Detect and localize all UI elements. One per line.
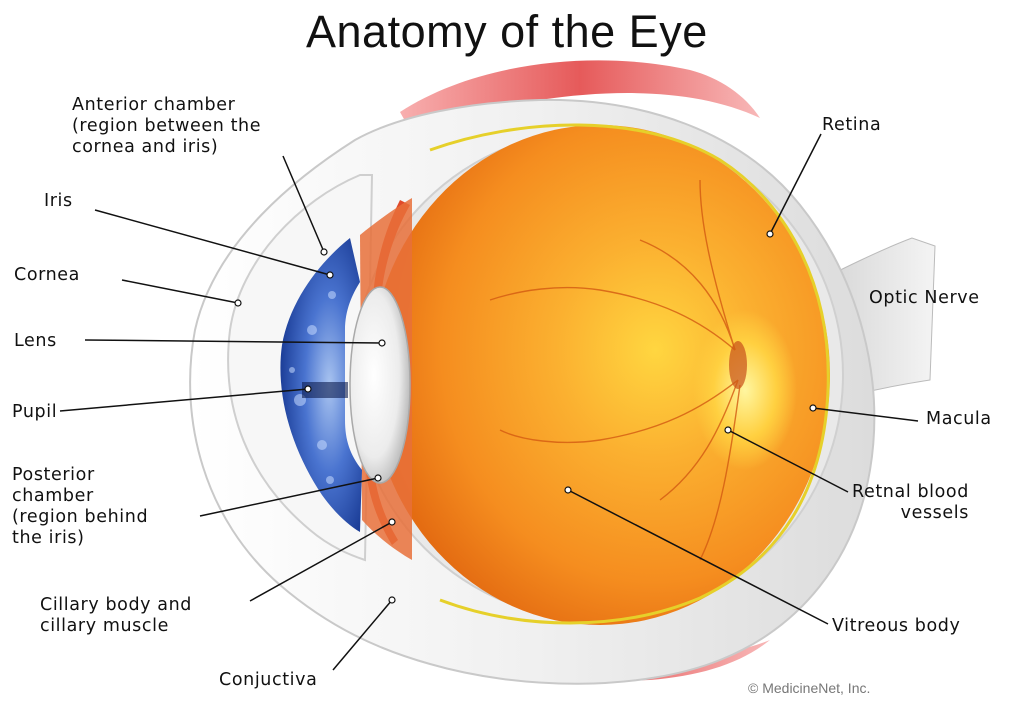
label-retina: Retina	[822, 115, 881, 136]
label-cornea: Cornea	[14, 265, 80, 286]
label-vitreous-body: Vitreous body	[832, 616, 960, 637]
label-anterior-chamber: Anterior chamber (region between the cor…	[72, 95, 261, 158]
copyright-notice: © MedicineNet, Inc.	[748, 680, 870, 696]
label-ciliary-body: Cillary body and cillary muscle	[40, 595, 192, 637]
label-iris: Iris	[44, 191, 73, 212]
lens-shape	[350, 287, 410, 483]
label-optic-nerve: Optic Nerve	[869, 288, 980, 309]
label-macula: Macula	[926, 409, 992, 430]
page-title: Anatomy of the Eye	[306, 6, 708, 58]
label-posterior-chamber: Posterior chamber (region behind the iri…	[12, 465, 148, 549]
label-retinal-blood-vessels: Retnal blood vessels	[852, 482, 969, 524]
label-lens: Lens	[14, 331, 57, 352]
label-conjunctiva: Conjuctiva	[219, 670, 317, 691]
label-pupil: Pupil	[12, 402, 57, 423]
